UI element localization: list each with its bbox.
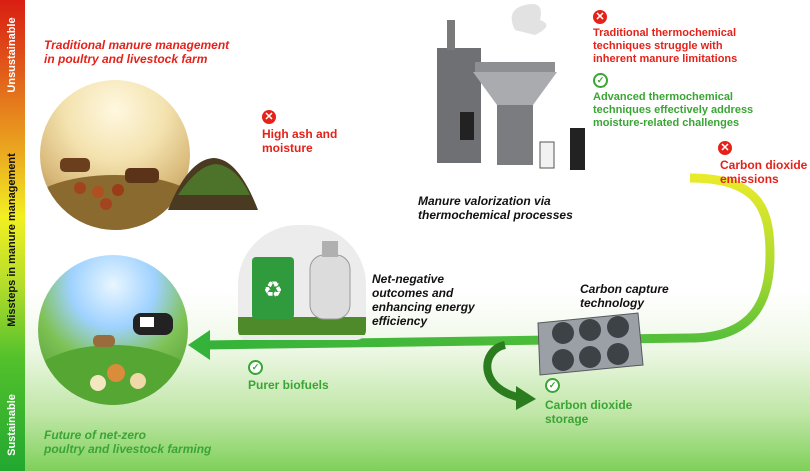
sustainability-gradient-bar (0, 0, 25, 471)
traditional-thermo-label: Traditional thermochemical techniques st… (593, 27, 737, 66)
advanced-thermo-line3: moisture-related challenges (593, 117, 740, 129)
net-negative-line1: Net-negative (372, 272, 445, 286)
advanced-thermo-line1: Advanced thermochemical (593, 91, 733, 103)
future-line2: poultry and livestock farming (44, 442, 212, 456)
check-icon: ✓ (248, 360, 263, 375)
co2-emissions-label: Carbon dioxide emissions (720, 158, 807, 186)
traditional-thermo-line1: Traditional thermochemical (593, 27, 737, 39)
cross-icon: ✕ (262, 110, 276, 124)
livestock-illustration (40, 158, 190, 230)
co2-storage-line1: Carbon dioxide (545, 398, 633, 412)
barrel-and-tank-illustration: ♻ (238, 241, 366, 335)
valorization-line1: Manure valorization via (418, 194, 551, 208)
high-ash-line2: moisture (262, 141, 313, 155)
farm-scene-image (40, 80, 190, 230)
traditional-farm-label: Traditional manure management in poultry… (44, 38, 229, 66)
valorization-line2: thermochemical processes (418, 208, 573, 222)
check-icon: ✓ (545, 378, 560, 393)
carbon-capture-unit-image (537, 312, 644, 376)
traditional-thermo-line3: inherent manure limitations (593, 53, 738, 65)
co2-storage-line2: storage (545, 412, 589, 426)
future-line1: Future of net-zero (44, 428, 146, 442)
flow-right-curve (689, 173, 775, 343)
cross-icon: ✕ (718, 141, 732, 155)
advanced-thermo-label: Advanced thermochemical techniques effec… (593, 91, 753, 130)
carbon-capture-line1: Carbon capture (580, 282, 669, 296)
net-zero-farm-image (38, 255, 188, 405)
carbon-capture-label: Carbon capture technology (580, 282, 669, 310)
net-negative-line2: outcomes and (372, 286, 454, 300)
valorization-label: Manure valorization via thermochemical p… (418, 194, 573, 222)
co2-storage-label: Carbon dioxide storage (545, 398, 632, 426)
traditional-farm-line1: Traditional manure management (44, 38, 230, 52)
cross-icon: ✕ (593, 10, 607, 24)
flow-storage-arrowhead (516, 386, 536, 410)
flow-storage-branch (483, 341, 523, 402)
traditional-thermo-line2: techniques struggle with (593, 40, 723, 52)
manure-pile-image (168, 158, 258, 210)
purer-biofuels-label: Purer biofuels (248, 378, 329, 392)
high-ash-line1: High ash and (262, 127, 338, 141)
net-negative-label: Net-negative outcomes and enhancing ener… (372, 272, 475, 328)
check-icon: ✓ (593, 73, 608, 88)
green-pasture-illustration (38, 313, 188, 405)
advanced-thermo-line2: techniques effectively address (593, 104, 754, 116)
thermochemical-plant-image (437, 4, 585, 170)
biofuel-containers-image: ♻ (238, 225, 366, 340)
net-negative-line3: enhancing energy (372, 300, 475, 314)
future-farming-label: Future of net-zero poultry and livestock… (44, 428, 211, 456)
carbon-capture-line2: technology (580, 296, 645, 310)
svg-text:♻: ♻ (263, 277, 283, 302)
high-ash-label: High ash and moisture (262, 127, 337, 155)
net-negative-line4: efficiency (372, 314, 428, 328)
co2-emissions-line1: Carbon dioxide (720, 158, 808, 172)
traditional-farm-line2: in poultry and livestock farm (44, 52, 208, 66)
flow-arrowhead-left (188, 330, 210, 360)
co2-emissions-line2: emissions (720, 172, 779, 186)
